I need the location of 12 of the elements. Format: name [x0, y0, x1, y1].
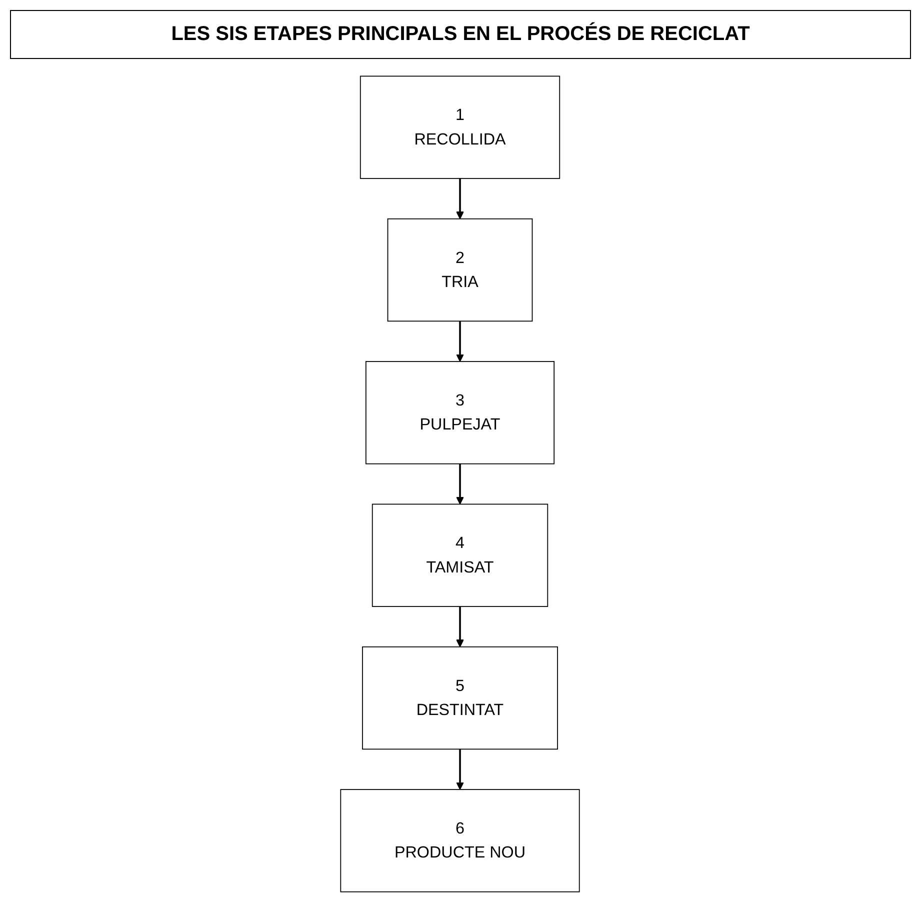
title: LES SIS ETAPES PRINCIPALS EN EL PROCÉS DE RECICLAT — [10, 10, 911, 59]
node-box: 1 RECOLLIDA — [360, 76, 561, 179]
node-box: 3 PULPEJAT — [366, 361, 556, 464]
node-box: 2 TRIA — [388, 218, 534, 322]
arrow — [456, 321, 464, 362]
node-box: 6 PRODUCTE NOU — [340, 789, 580, 892]
arrow — [456, 749, 464, 790]
node-box: 5 DESTINTAT — [362, 646, 558, 750]
arrow — [456, 178, 464, 220]
arrow — [456, 606, 464, 648]
node-box: 4 TAMISAT — [372, 504, 549, 607]
arrow — [456, 464, 464, 505]
